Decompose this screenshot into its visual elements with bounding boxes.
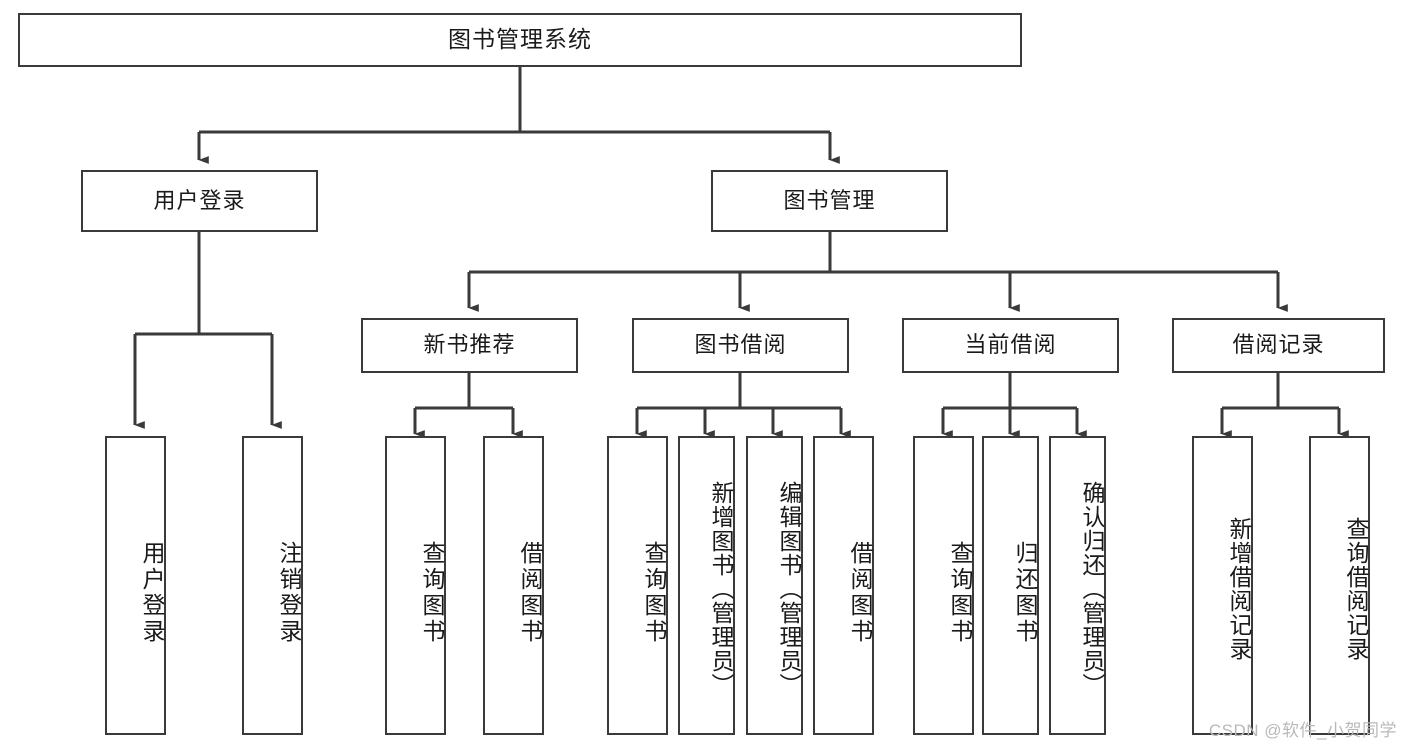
node-label: 编辑图书（管理员） bbox=[776, 480, 802, 697]
leaf-book-borrow-add[interactable]: 新增图书（管理员） bbox=[678, 436, 735, 735]
leaf-current-borrow-query[interactable]: 查询图书 bbox=[913, 436, 974, 735]
node-book-management[interactable]: 图书管理 bbox=[711, 170, 948, 232]
leaf-user-login-signout[interactable]: 注销登录 bbox=[242, 436, 303, 735]
node-label: 用户登录 bbox=[153, 187, 246, 213]
node-label: 新增借阅记录 bbox=[1226, 516, 1252, 661]
node-label: 注销登录 bbox=[276, 540, 302, 645]
leaf-borrow-record-add[interactable]: 新增借阅记录 bbox=[1192, 436, 1253, 735]
node-label: 查询图书 bbox=[419, 540, 445, 645]
node-label: 新增图书（管理员） bbox=[708, 480, 734, 697]
leaf-new-book-query[interactable]: 查询图书 bbox=[385, 436, 446, 735]
node-label: 图书管理 bbox=[783, 187, 876, 213]
leaf-book-borrow-edit[interactable]: 编辑图书（管理员） bbox=[746, 436, 803, 735]
node-label: 查询图书 bbox=[641, 540, 667, 645]
node-label: 当前借阅 bbox=[964, 332, 1057, 358]
csdn-watermark: CSDN @软件_小贺同学 bbox=[1208, 721, 1397, 740]
node-label: 确认归还（管理员） bbox=[1079, 480, 1105, 697]
leaf-borrow-record-query[interactable]: 查询借阅记录 bbox=[1309, 436, 1370, 735]
node-label: 借阅图书 bbox=[517, 540, 543, 645]
node-current-borrow[interactable]: 当前借阅 bbox=[902, 318, 1119, 373]
node-label: 查询图书 bbox=[947, 540, 973, 645]
node-label: 查询借阅记录 bbox=[1343, 516, 1369, 661]
node-label: 借阅图书 bbox=[847, 540, 873, 645]
leaf-new-book-borrow[interactable]: 借阅图书 bbox=[483, 436, 544, 735]
leaf-current-borrow-return[interactable]: 归还图书 bbox=[982, 436, 1039, 735]
leaf-book-borrow-borrow[interactable]: 借阅图书 bbox=[813, 436, 874, 735]
leaf-user-login-signin[interactable]: 用户登录 bbox=[105, 436, 166, 735]
node-borrow-record[interactable]: 借阅记录 bbox=[1172, 318, 1385, 373]
node-label: 新书推荐 bbox=[423, 332, 516, 358]
node-label: 图书借阅 bbox=[694, 332, 787, 358]
node-user-login[interactable]: 用户登录 bbox=[81, 170, 318, 232]
node-label: 图书管理系统 bbox=[448, 26, 592, 53]
node-label: 借阅记录 bbox=[1232, 332, 1325, 358]
leaf-book-borrow-query[interactable]: 查询图书 bbox=[607, 436, 668, 735]
node-book-borrow[interactable]: 图书借阅 bbox=[632, 318, 849, 373]
node-label: 用户登录 bbox=[139, 540, 165, 645]
node-label: 归还图书 bbox=[1012, 540, 1038, 645]
leaf-current-borrow-confirm-return[interactable]: 确认归还（管理员） bbox=[1049, 436, 1106, 735]
node-new-book-recommend[interactable]: 新书推荐 bbox=[361, 318, 578, 373]
node-root-system[interactable]: 图书管理系统 bbox=[18, 13, 1022, 67]
